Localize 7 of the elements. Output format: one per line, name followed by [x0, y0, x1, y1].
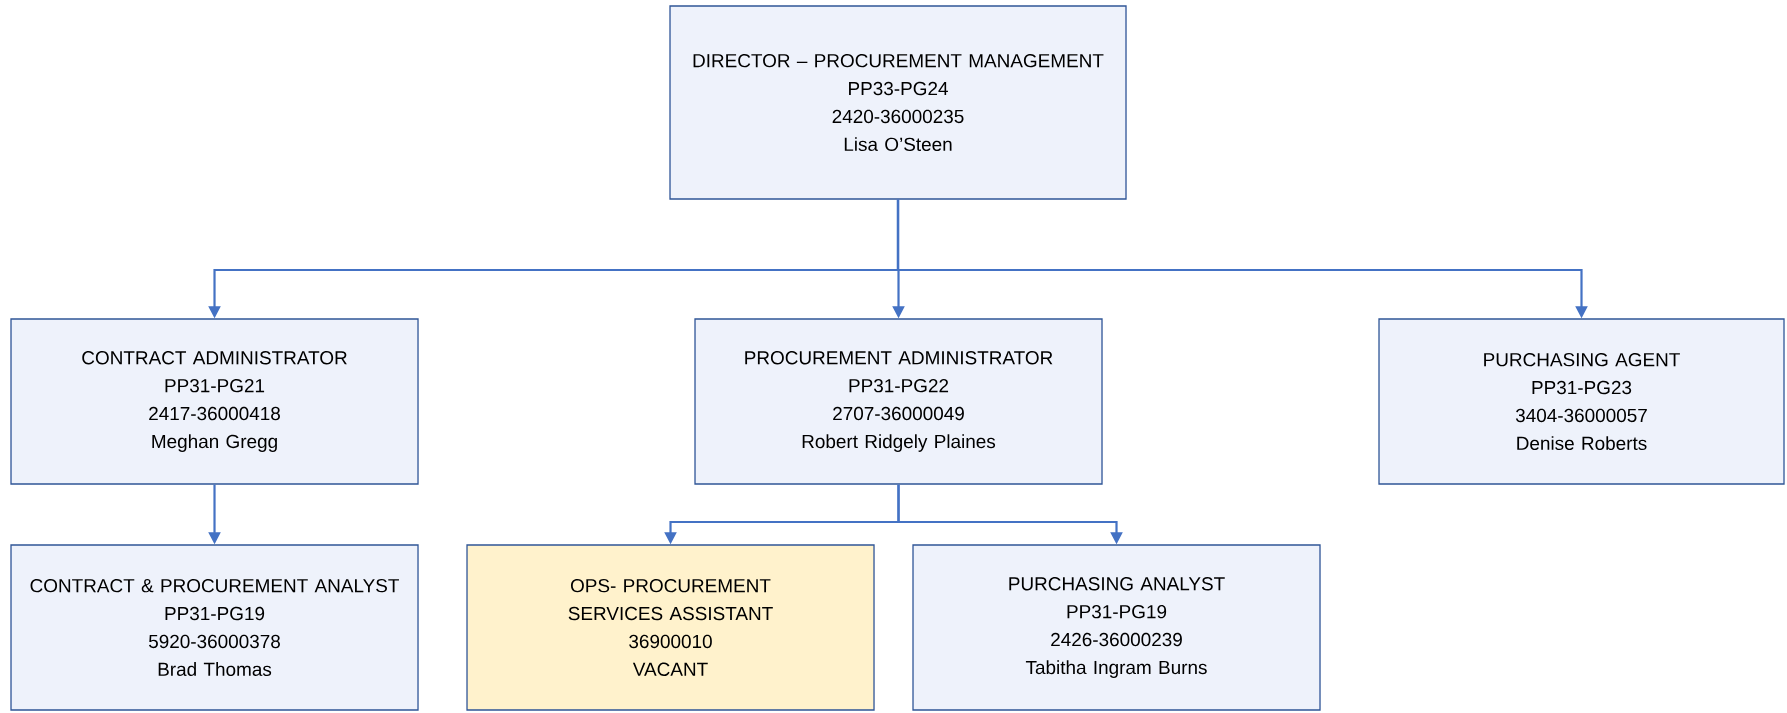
position-box: PURCHASING AGENT PP31-PG23 3404-36000057 Denise Roberts	[1378, 318, 1785, 485]
position-box: OPS- PROCUREMENT SERVICES ASSISTANT 36900010 VACANT	[466, 544, 875, 711]
position-box: CONTRACT & PROCUREMENT ANALYST PP31-PG19 5920-36000378 Brad Thomas	[10, 544, 419, 711]
position-box: DIRECTOR – PROCUREMENT MANAGEMENT PP33-PG24 2420-36000235 Lisa O’Steen	[669, 5, 1127, 200]
position-box: CONTRACT ADMINISTRATOR PP31-PG21 2417-36000418 Meghan Gregg	[10, 318, 419, 485]
position-box: PURCHASING ANALYST PP31-PG19 2426-36000239 Tabitha Ingram Burns	[912, 544, 1321, 711]
position-box: PROCUREMENT ADMINISTRATOR PP31-PG22 2707-36000049 Robert Ridgely Plaines	[694, 318, 1103, 485]
